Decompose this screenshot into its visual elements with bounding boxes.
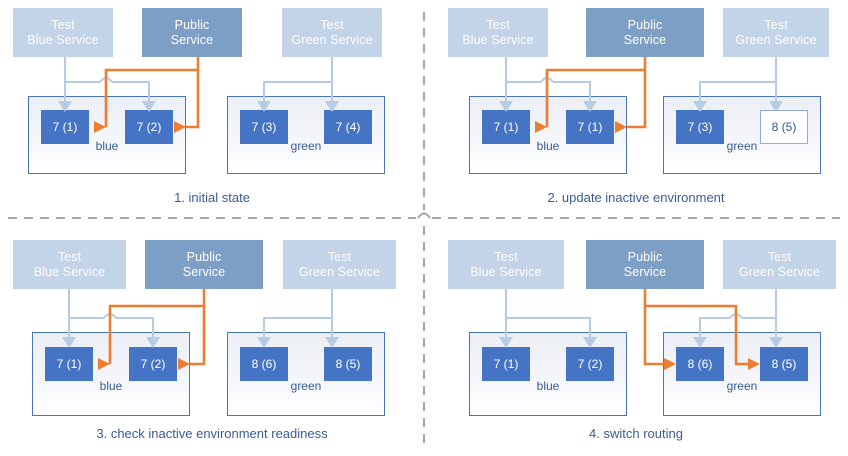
panel-switch-routing: Test Blue Service Public Service Test Gr… xyxy=(424,228,848,456)
test-green-service-label-1: Test xyxy=(767,249,792,264)
public-service-label-1: Public xyxy=(627,249,663,264)
panel-check-inactive-readiness: Test Blue Service Public Service Test Gr… xyxy=(0,228,424,456)
pod-blue-1: 7 (1) xyxy=(45,347,93,381)
pod-green-2: 8 (5) xyxy=(760,110,808,144)
test-green-service-label-1: Test xyxy=(764,17,788,32)
panel-4-caption: 4. switch routing xyxy=(589,426,683,441)
test-blue-service-label-1: Test xyxy=(486,17,510,32)
pod-green-1: 8 (6) xyxy=(240,347,288,381)
test-blue-service-label-2: Blue Service xyxy=(462,32,534,47)
panel-1-connectors xyxy=(58,57,339,133)
test-blue-service-label-1: Test xyxy=(57,249,82,264)
pod-green-2: 8 (5) xyxy=(324,347,372,381)
test-blue-service-box: Test Blue Service xyxy=(448,240,564,289)
green-environment-label: green xyxy=(726,379,758,393)
test-blue-service-label-2: Blue Service xyxy=(27,32,99,47)
test-green-service-box: Test Green Service xyxy=(723,240,836,289)
green-environment-label: green xyxy=(290,379,322,393)
test-green-service-box: Test Green Service xyxy=(282,8,382,57)
pod-green-2: 7 (4) xyxy=(324,110,372,144)
blue-environment-label: blue xyxy=(95,139,119,153)
panel-3-connectors xyxy=(62,289,339,370)
test-green-service-label-2: Green Service xyxy=(298,264,381,279)
pod-green-1: 7 (3) xyxy=(676,110,724,144)
public-service-label-2: Service xyxy=(182,264,226,279)
panel-2-caption: 2. update inactive environment xyxy=(547,190,725,205)
public-service-label-1: Public xyxy=(174,17,210,32)
panel-2-connectors xyxy=(499,57,783,133)
pod-blue-2: 7 (2) xyxy=(566,347,614,381)
test-green-service-label-2: Green Service xyxy=(738,264,821,279)
test-blue-service-box: Test Blue Service xyxy=(448,8,548,57)
panel-4-connectors xyxy=(499,289,783,370)
public-service-box: Public Service xyxy=(586,8,704,57)
blue-environment-label: blue xyxy=(536,379,560,393)
pod-blue-1: 7 (1) xyxy=(41,110,89,144)
test-blue-service-label-1: Test xyxy=(494,249,518,264)
test-blue-service-box: Test Blue Service xyxy=(13,8,113,57)
pod-blue-2: 7 (2) xyxy=(129,347,177,381)
blue-environment-label: blue xyxy=(536,139,560,153)
pod-green-1: 7 (3) xyxy=(240,110,288,144)
test-green-service-box: Test Green Service xyxy=(723,8,829,57)
blue-environment-label: blue xyxy=(99,379,123,393)
green-environment-label: green xyxy=(726,139,758,153)
test-green-service-box: Test Green Service xyxy=(283,240,396,289)
panel-initial-state: Test Blue Service Public Service Test Gr… xyxy=(0,0,424,228)
panel-1-caption: 1. initial state xyxy=(174,190,250,205)
public-service-label-2: Service xyxy=(623,264,667,279)
test-blue-service-label-1: Test xyxy=(51,17,75,32)
pod-blue-2: 7 (2) xyxy=(125,110,173,144)
test-green-service-label-1: Test xyxy=(320,17,344,32)
green-environment-label: green xyxy=(290,139,322,153)
test-green-service-label-2: Green Service xyxy=(735,32,817,47)
pod-blue-2: 7 (1) xyxy=(566,110,614,144)
panel-3-caption: 3. check inactive environment readiness xyxy=(96,426,328,441)
public-service-label-1: Public xyxy=(627,17,663,32)
panel-update-inactive-environment: Test Blue Service Public Service Test Gr… xyxy=(424,0,848,228)
test-green-service-label-2: Green Service xyxy=(291,32,373,47)
test-blue-service-label-2: Blue Service xyxy=(33,264,106,279)
test-blue-service-label-2: Blue Service xyxy=(470,264,542,279)
public-service-box: Public Service xyxy=(145,240,263,289)
pod-green-2: 8 (5) xyxy=(760,347,808,381)
public-service-label-2: Service xyxy=(623,32,667,47)
pod-green-1: 8 (6) xyxy=(676,347,724,381)
public-service-label-1: Public xyxy=(186,249,222,264)
public-service-box: Public Service xyxy=(586,240,704,289)
test-green-service-label-1: Test xyxy=(327,249,352,264)
public-service-box: Public Service xyxy=(142,8,242,57)
public-service-label-2: Service xyxy=(170,32,214,47)
test-blue-service-box: Test Blue Service xyxy=(13,240,126,289)
